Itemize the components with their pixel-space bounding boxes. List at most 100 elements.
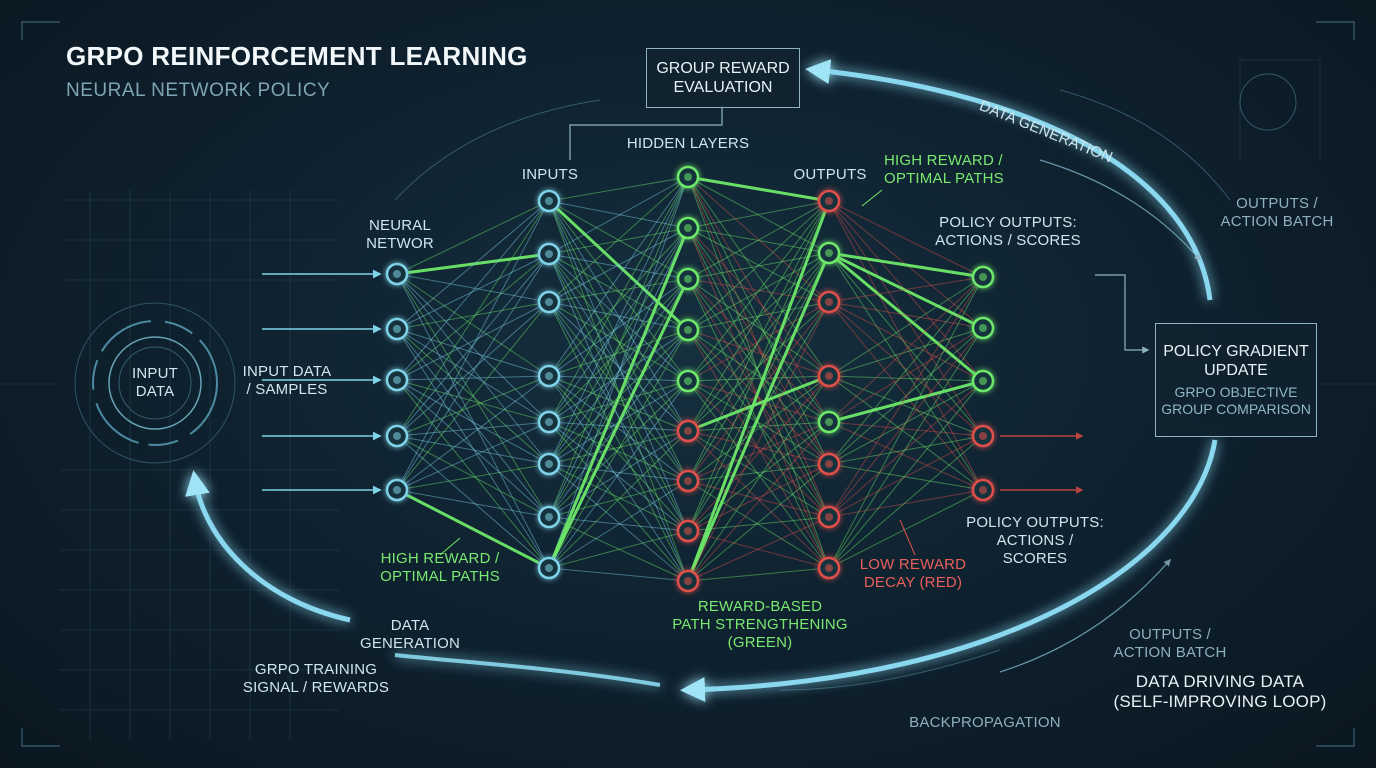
edge xyxy=(548,253,689,432)
edge xyxy=(687,278,830,377)
hidden-layers-header: HIDDEN LAYERS xyxy=(626,135,750,152)
edge xyxy=(548,227,689,303)
edge xyxy=(548,463,689,532)
edge xyxy=(828,327,984,465)
network-node-core xyxy=(825,372,833,380)
edge xyxy=(687,329,830,569)
edge xyxy=(547,278,690,569)
network-node-core xyxy=(979,273,987,281)
edge xyxy=(548,253,689,482)
page-title: GRPO REINFORCEMENT LEARNING xyxy=(66,41,528,71)
edge xyxy=(548,480,689,569)
edge xyxy=(548,301,689,432)
edge xyxy=(687,480,830,518)
edge xyxy=(687,278,830,465)
edge xyxy=(396,253,550,491)
edge xyxy=(687,301,830,582)
loop-arc-right xyxy=(680,439,1218,703)
policy-gradient-label: POLICY GRADIENT UPDATE xyxy=(1163,343,1309,379)
edge xyxy=(396,328,550,377)
edge xyxy=(548,227,689,518)
outputs-header: OUTPUTS xyxy=(793,166,867,183)
edge xyxy=(396,200,550,275)
edge xyxy=(828,252,984,437)
edge xyxy=(396,379,550,423)
edge xyxy=(687,227,830,518)
edge xyxy=(396,379,550,518)
edge xyxy=(548,430,689,569)
edge xyxy=(548,176,689,518)
outputs-batch-bottom-label: OUTPUTS / ACTION BATCH xyxy=(1113,626,1227,661)
edge xyxy=(687,176,830,465)
network-node-core xyxy=(825,298,833,306)
edge xyxy=(828,489,984,569)
outputs-batch-top-label: OUTPUTS / ACTION BATCH xyxy=(1220,195,1334,230)
edge xyxy=(828,327,984,423)
network-node-core xyxy=(545,250,553,258)
edge xyxy=(828,380,984,518)
edge xyxy=(548,176,689,255)
edge xyxy=(548,253,689,331)
grpo-objective-label: GRPO OBJECTIVE GROUP COMPARISON xyxy=(1161,384,1311,417)
edge xyxy=(548,227,689,465)
edge xyxy=(548,301,689,482)
loop-thin-arrows xyxy=(999,159,1201,673)
edge xyxy=(687,380,830,518)
edge xyxy=(686,200,831,582)
edge xyxy=(828,379,984,424)
edge xyxy=(687,480,830,569)
network-node-core xyxy=(545,564,553,572)
edge xyxy=(396,253,550,330)
edge xyxy=(548,375,689,432)
edge xyxy=(548,421,689,532)
edge xyxy=(828,276,984,518)
network-nodes xyxy=(385,165,995,593)
network-node-core xyxy=(979,432,987,440)
network-node-core xyxy=(684,275,692,283)
edge xyxy=(828,489,984,518)
network-node-core xyxy=(393,376,401,384)
edge xyxy=(687,380,830,569)
edge xyxy=(687,421,830,582)
edge xyxy=(548,278,689,465)
high-reward-bottom-label: HIGH REWARD / OPTIMAL PATHS xyxy=(380,550,500,585)
network-node-core xyxy=(825,418,833,426)
edge xyxy=(687,329,830,518)
edge xyxy=(828,276,984,377)
data-driving-label: DATA DRIVING DATA (SELF-IMPROVING LOOP) xyxy=(1113,672,1327,711)
edge xyxy=(828,276,984,303)
edge xyxy=(687,227,830,254)
edge xyxy=(396,421,550,437)
feedback-loop xyxy=(185,59,1218,703)
loop-arc-top xyxy=(805,59,1213,301)
network-node-core xyxy=(545,372,553,380)
input-target-rings xyxy=(74,302,236,464)
edge xyxy=(828,200,984,278)
edge xyxy=(396,301,550,437)
edge xyxy=(396,375,550,381)
data-generation-bottom-label: DATA GENERATION xyxy=(359,617,461,652)
edge xyxy=(547,227,690,569)
edge xyxy=(687,430,830,518)
edge xyxy=(548,200,689,532)
edge xyxy=(828,301,984,382)
network-node-core xyxy=(684,326,692,334)
edge xyxy=(548,375,689,482)
edge xyxy=(687,278,830,423)
edge xyxy=(396,435,550,569)
loop-arc-bottom xyxy=(394,653,661,687)
edge xyxy=(687,375,830,482)
edge xyxy=(396,200,550,330)
edge xyxy=(828,435,984,518)
edge xyxy=(548,253,689,382)
edge xyxy=(828,276,984,465)
edge xyxy=(828,380,984,569)
edge xyxy=(828,375,984,437)
edge xyxy=(687,421,830,432)
edge xyxy=(396,379,550,465)
page-subtitle: NEURAL NETWORK POLICY xyxy=(66,80,331,101)
edge xyxy=(828,251,984,330)
edge xyxy=(687,278,830,303)
edge xyxy=(687,227,830,303)
edge xyxy=(548,421,689,582)
